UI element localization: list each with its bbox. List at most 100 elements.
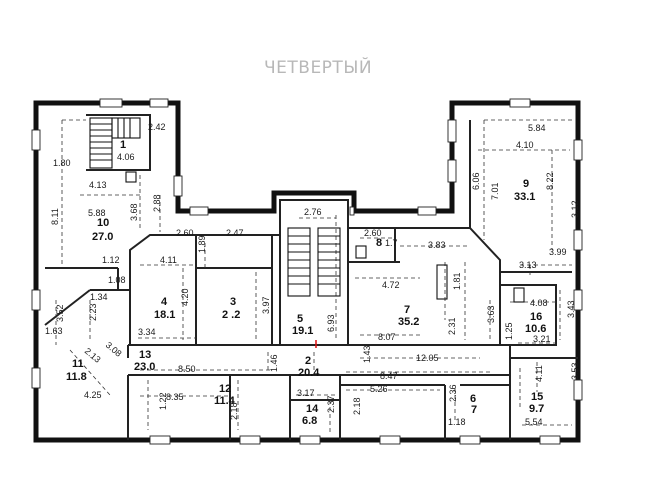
dimension-label: 3.97: [261, 296, 271, 314]
dimension-label: 2.47: [226, 228, 244, 238]
dimension-label: 2.60: [176, 228, 194, 238]
room-area: 11.4: [214, 395, 236, 407]
dimension-label: 3.21: [533, 334, 551, 344]
dimension-label: 1.34: [90, 292, 108, 302]
room-area: 18.1: [154, 309, 175, 321]
dimension-label: 3.34: [138, 327, 156, 337]
dimension-label: 4.10: [516, 140, 534, 150]
room-area: 20.4: [298, 367, 320, 379]
room-area: 6.8: [302, 415, 317, 427]
room-number: 5: [297, 313, 303, 325]
room-area: 23.0: [134, 361, 155, 373]
room-number: 6: [470, 393, 476, 405]
room-area: 2 .2: [222, 309, 240, 321]
dimension-label: 1.81: [452, 272, 462, 290]
room-area: 33.1: [514, 191, 535, 203]
dimension-label: 1.25: [504, 322, 514, 340]
room-number: 10: [97, 217, 109, 229]
fixture-icon: [513, 287, 525, 303]
sink-icon: [355, 245, 367, 259]
dimension-label: 8.35: [166, 392, 184, 402]
floor-title: ЧЕТВЕРТЫЙ: [264, 58, 373, 78]
dimension-label: 8.22: [545, 172, 555, 190]
windows: [31, 98, 583, 445]
dimension-label: 2.23: [88, 303, 98, 321]
dimension-label: 2.18: [352, 397, 362, 415]
staircase-room-5: [287, 227, 341, 297]
dimension-label: 4.20: [180, 288, 190, 306]
room-number: 8: [376, 237, 382, 249]
dimension-label: 8.11: [50, 208, 60, 225]
dimension-label: 8.47: [380, 371, 398, 381]
dimension-label: 4.25: [84, 390, 102, 400]
dimension-label: 3.17: [297, 388, 315, 398]
room-number: 12: [219, 383, 231, 395]
dimension-label: 2.31: [447, 317, 457, 335]
room-number: 7: [404, 304, 410, 316]
room-area: 35.2: [398, 316, 419, 328]
room-area: 7: [471, 404, 477, 416]
dimension-label: 3.12: [570, 200, 580, 218]
dimension-labels: 2.42 1.80 4.13 5.88 3.68 2.88 8.11 2.76 …: [45, 122, 580, 427]
room-number: 4: [161, 296, 168, 308]
room-number: 15: [531, 391, 543, 403]
dimension-label: 2.37: [326, 395, 336, 413]
dimension-label: 4.11: [534, 365, 544, 382]
room-number: 2: [305, 355, 311, 367]
dimension-label: 4.72: [382, 280, 400, 290]
dimension-label: 1.22: [158, 392, 168, 410]
room-number: 9: [523, 178, 529, 190]
dimension-label: 8.07: [378, 332, 396, 342]
dimension-label: 3.63: [486, 305, 496, 323]
dimension-label: 1.08: [108, 275, 126, 285]
dimension-label: 1.12: [102, 255, 120, 265]
dimension-label: 2.42: [148, 122, 166, 132]
dimension-label: 3.68: [129, 203, 139, 221]
dimension-lines: [55, 119, 572, 432]
dimension-label: 1.18: [448, 417, 466, 427]
dimension-label: 3.83: [428, 240, 446, 250]
dimension-label: 3.13: [519, 260, 537, 270]
dimension-label: 2.13: [83, 346, 103, 365]
dimension-label: 1.43: [362, 345, 372, 363]
dimension-label: 2.88: [152, 194, 162, 212]
dimension-label: 2.60: [364, 228, 382, 238]
staircase-room-1: [89, 117, 141, 183]
dimension-label: 6.06: [471, 172, 481, 190]
dimension-label: 5.26: [370, 384, 388, 394]
dimension-label: 3.99: [549, 247, 567, 257]
dimension-label: 2.18: [229, 402, 239, 420]
room-area: 19.1: [292, 325, 313, 337]
dimension-label: 5.88: [88, 208, 106, 218]
dimension-label: 1.63: [45, 326, 63, 336]
dimension-label: 1.89: [197, 235, 207, 253]
room-area: 9.7: [529, 403, 544, 415]
room-area: 27.0: [92, 231, 113, 243]
dimension-label: 8.50: [178, 364, 196, 374]
room-number: 13: [139, 349, 151, 361]
dimension-label: 2.76: [304, 207, 322, 217]
dimension-label: 4.08: [530, 298, 548, 308]
room-labels: 1 4.06 10 27.0 4 18.1 3 2 .2 5 19.1 8 1.…: [66, 139, 546, 427]
dimension-label: 2.36: [448, 384, 458, 402]
room-area: 10.6: [525, 323, 546, 335]
room-number: 16: [530, 311, 542, 323]
dimension-label: 5.84: [528, 123, 546, 133]
dimension-label: 5.54: [525, 417, 543, 427]
dimension-label: 7.01: [490, 182, 500, 200]
dimension-label: 12.05: [416, 353, 439, 363]
interior-walls: [44, 114, 578, 440]
room-number: 1: [120, 139, 126, 151]
dimension-label: 3.43: [566, 300, 576, 318]
room-number: 11: [72, 358, 84, 370]
dimension-label: 3.08: [104, 340, 124, 359]
dimension-label: 4.11: [160, 255, 177, 265]
dimension-label: 1.46: [269, 354, 279, 372]
room-area: 4.06: [117, 152, 135, 162]
dimension-label: 6.93: [326, 314, 336, 332]
room-number: 3: [230, 296, 236, 308]
dimension-label: 3.52: [55, 304, 65, 322]
dimension-label: 1.80: [53, 158, 71, 168]
room-area: 11.8: [66, 371, 87, 383]
